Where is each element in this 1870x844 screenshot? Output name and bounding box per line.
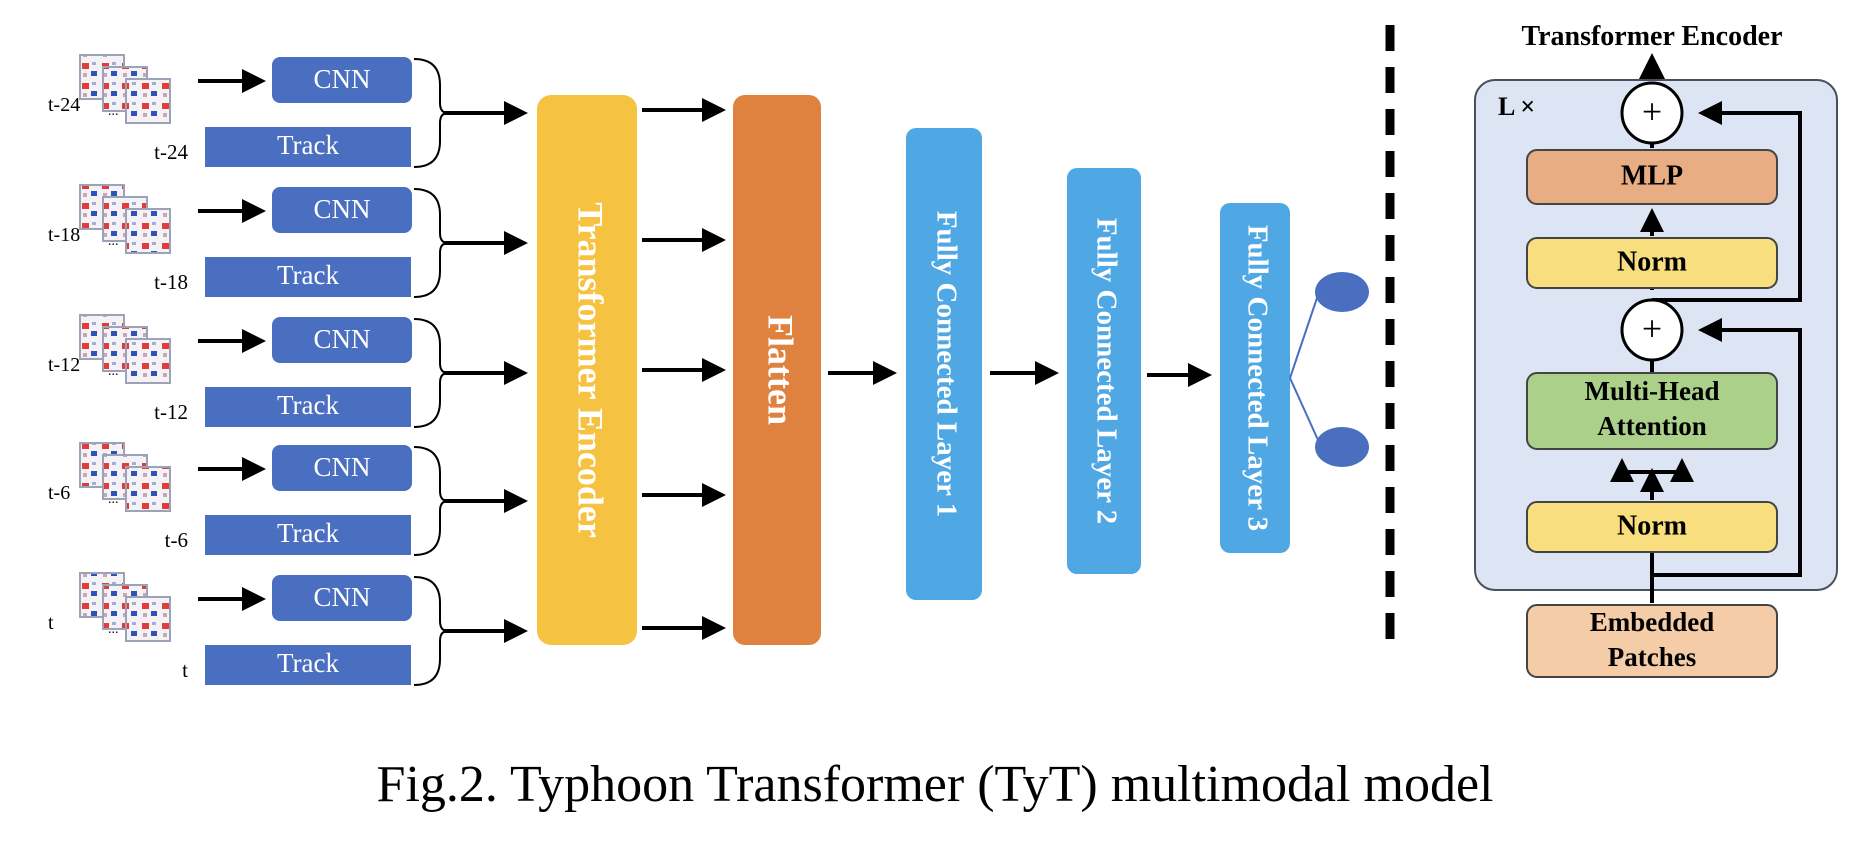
track-label: Track xyxy=(277,648,340,678)
cnn-label: CNN xyxy=(313,324,370,354)
time-label-track: t-12 xyxy=(154,400,188,424)
cnn-box xyxy=(272,445,412,491)
satellite-image-stack-icon: ... xyxy=(79,314,171,384)
track-label: Track xyxy=(277,390,340,420)
residual-add-icon-bottom xyxy=(1620,298,1684,362)
time-label-track: t xyxy=(182,658,188,682)
merge-brace xyxy=(413,58,449,168)
svg-text:...: ... xyxy=(108,492,119,507)
mlp-label: MLP xyxy=(1621,160,1683,191)
cnn-label: CNN xyxy=(313,64,370,94)
cnn-label: CNN xyxy=(313,452,370,482)
svg-text:...: ... xyxy=(108,234,119,249)
cnn-box xyxy=(272,187,412,233)
flatten-label: Flatten xyxy=(761,315,801,425)
cnn-box xyxy=(272,317,412,363)
satellite-image-stack-icon: ... xyxy=(79,184,171,254)
time-label-image: t-18 xyxy=(48,224,80,246)
mlp-block xyxy=(1526,149,1778,205)
merge-brace xyxy=(413,188,449,298)
track-label: Track xyxy=(277,260,340,290)
track-label: Track xyxy=(277,130,340,160)
add-symbol-bottom: + xyxy=(1642,308,1662,348)
track-box xyxy=(205,645,411,685)
repeat-label: L × xyxy=(1498,92,1535,121)
satellite-image-stack-icon: ... xyxy=(79,54,171,124)
encoder-detail-title: Transformer Encoder xyxy=(1521,21,1782,52)
track-box xyxy=(205,257,411,297)
norm-bottom-label: Norm xyxy=(1617,510,1687,541)
norm-top-label: Norm xyxy=(1617,246,1687,277)
transformer-encoder-block xyxy=(537,95,637,645)
time-label-image: t xyxy=(48,612,54,634)
fc-layer-1-block xyxy=(906,128,982,600)
cnn-box xyxy=(272,575,412,621)
track-box xyxy=(205,387,411,427)
fc-layer-1-label: Fully Connected Layer 1 xyxy=(930,211,962,517)
cnn-box xyxy=(272,57,412,103)
norm-block-top xyxy=(1526,237,1778,289)
fc-layer-2-block xyxy=(1067,168,1141,574)
svg-text:...: ... xyxy=(108,104,119,119)
track-label: Track xyxy=(277,518,340,548)
attention-label-line1: Multi-Head xyxy=(1585,376,1720,406)
satellite-image-stack-icon: ... xyxy=(79,572,171,642)
time-label-track: t-6 xyxy=(165,528,188,552)
norm-block-bottom xyxy=(1526,501,1778,553)
time-label-image: t-6 xyxy=(48,482,70,504)
output-node-2 xyxy=(1315,427,1369,467)
cnn-label: CNN xyxy=(313,582,370,612)
merge-brace xyxy=(413,446,449,556)
embedded-label-line1: Embedded xyxy=(1590,607,1715,637)
time-label-track: t-24 xyxy=(154,140,188,164)
attention-label-line2: Attention xyxy=(1597,411,1707,441)
encoder-to-flatten-arrows xyxy=(642,98,726,640)
cnn-label: CNN xyxy=(313,194,370,224)
residual-add-icon-top xyxy=(1620,81,1684,145)
time-label-image: t-12 xyxy=(48,354,80,376)
satellite-image-stack-icon: ... xyxy=(79,442,171,512)
transformer-encoder-label: Transformer Encoder xyxy=(571,202,611,538)
merge-brace xyxy=(413,576,449,686)
embedded-patches-block xyxy=(1526,604,1778,678)
merge-brace xyxy=(413,318,449,428)
output-node-1 xyxy=(1315,272,1369,312)
embedded-label-line2: Patches xyxy=(1608,642,1696,672)
add-symbol-top: + xyxy=(1642,91,1662,131)
fc-layer-3-block xyxy=(1220,203,1290,553)
svg-text:...: ... xyxy=(108,622,119,637)
fc-layer-3-label: Fully Connected Layer 3 xyxy=(1241,225,1273,531)
time-label-track: t-18 xyxy=(154,270,188,294)
multi-head-attention-block xyxy=(1526,372,1778,450)
time-label-image: t-24 xyxy=(48,94,80,116)
track-box xyxy=(205,515,411,555)
svg-text:...: ... xyxy=(108,364,119,379)
fc-layer-2-label: Fully Connected Layer 2 xyxy=(1090,218,1122,524)
output-connections xyxy=(1289,294,1319,441)
flatten-block xyxy=(733,95,821,645)
track-box xyxy=(205,127,411,167)
figure-caption: Fig.2. Typhoon Transformer (TyT) multimo… xyxy=(376,756,1494,813)
